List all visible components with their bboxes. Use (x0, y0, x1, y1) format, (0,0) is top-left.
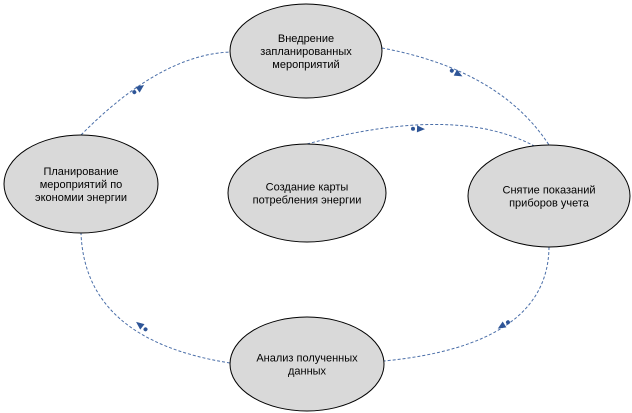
edge-line (80, 232, 231, 364)
nodes-layer: ВнедрениезапланированныхмероприятийСняти… (3, 3, 631, 412)
node-label-line: потребления энергии (253, 195, 362, 207)
edge-implement-to-measure (381, 47, 550, 146)
arrowhead-icon (411, 125, 425, 133)
node-label-line: запланированных (260, 46, 352, 58)
arrowhead-icon (449, 68, 463, 77)
edge-plan-to-implement (80, 51, 231, 136)
node-label-line: экономии энергии (35, 192, 127, 204)
arrowhead-icon (132, 85, 145, 95)
node-label-line: Снятие показаний (503, 185, 596, 197)
node-shape (467, 144, 631, 248)
node-label-line: Планирование (43, 166, 118, 178)
node-shape (227, 143, 387, 243)
node-label-line: Анализ полученных (256, 353, 358, 365)
node-label-line: данных (288, 366, 327, 378)
edge-line (80, 51, 231, 136)
edge-line (381, 47, 550, 146)
edge-line (306, 124, 550, 156)
node-shape (229, 3, 383, 99)
edge-map-to-measure (306, 124, 550, 156)
node-shape (3, 134, 159, 234)
node-label-line: приборов учета (509, 198, 590, 210)
edges-layer (80, 47, 550, 364)
arrowhead-icon (136, 321, 148, 332)
node-label-line: мероприятий по (40, 179, 123, 191)
node-label-line: мероприятий (272, 59, 339, 71)
edge-measure-to-analyze (383, 246, 550, 362)
arrowhead-icon (497, 320, 510, 329)
edge-line (383, 246, 550, 362)
node-label-line: Создание карты (266, 182, 349, 194)
edge-analyze-to-plan (80, 232, 231, 364)
node-shape (229, 316, 385, 412)
node-label-line: Внедрение (278, 33, 334, 45)
